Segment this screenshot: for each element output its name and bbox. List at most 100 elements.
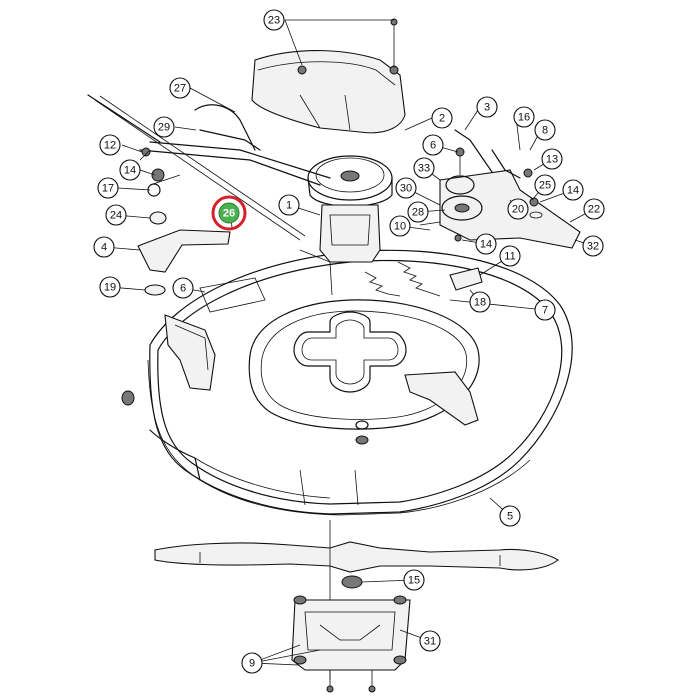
- callout-label: 12: [104, 140, 116, 152]
- callout-circle: [93, 236, 115, 258]
- callout-c23: 23: [263, 9, 285, 31]
- callout-circle: [278, 194, 300, 216]
- callout-label: 33: [418, 163, 430, 175]
- callout-label: 5: [507, 511, 513, 523]
- callout-label: 20: [512, 204, 524, 216]
- callout-circle: [476, 96, 498, 118]
- callout-c2: 2: [431, 107, 453, 129]
- callout-circle: [582, 235, 604, 257]
- callout-c18: 18: [469, 291, 491, 313]
- callout-c20: 20: [507, 198, 529, 220]
- lift-rods: [87, 94, 331, 241]
- callout-label: 6: [180, 283, 186, 295]
- callout-c12: 12: [99, 134, 121, 156]
- callout-circle: [431, 107, 453, 129]
- callout-circle: [583, 198, 605, 220]
- callout-label: 30: [400, 183, 412, 195]
- callout-c31: 31: [419, 630, 441, 652]
- callout-c7: 7: [534, 299, 556, 321]
- callout-circle: [169, 77, 191, 99]
- callout-label: 31: [424, 636, 436, 648]
- callout-c5: 5: [499, 505, 521, 527]
- callout-label: 1: [286, 200, 292, 212]
- callout-circle: [389, 215, 411, 237]
- callout-label: 28: [412, 207, 424, 219]
- callout-circle: [534, 119, 556, 141]
- callout-circle: [469, 291, 491, 313]
- callout-c16: 16: [513, 106, 535, 128]
- callout-label: 26: [223, 208, 235, 220]
- callout-c6a: 6: [422, 134, 444, 156]
- callout-label: 11: [504, 251, 515, 263]
- callout-c33: 33: [413, 157, 435, 179]
- callout-circle: [263, 9, 285, 31]
- callout-circle: [407, 201, 429, 223]
- callout-c25: 25: [534, 174, 556, 196]
- callout-label: 10: [394, 221, 406, 233]
- callout-c8: 8: [534, 119, 556, 141]
- callout-c11: 11: [499, 245, 521, 267]
- callout-label: 14: [567, 185, 579, 197]
- callout-label: 8: [542, 125, 548, 137]
- callout-circle: [534, 299, 556, 321]
- callout-c28: 28: [407, 201, 429, 223]
- callout-c1: 1: [278, 194, 300, 216]
- callout-circle: [218, 202, 240, 224]
- callout-circle: [541, 148, 563, 170]
- callout-circle: [403, 569, 425, 591]
- callout-label: 23: [268, 15, 280, 27]
- callout-label: 6: [430, 140, 436, 152]
- callout-circle: [99, 134, 121, 156]
- callout-circle: [499, 505, 521, 527]
- callout-c17: 17: [97, 177, 119, 199]
- callout-c3: 3: [476, 96, 498, 118]
- callout-label: 15: [408, 575, 420, 587]
- callout-label: 14: [480, 239, 492, 251]
- callout-label: 29: [158, 122, 170, 134]
- callout-label: 32: [587, 241, 599, 253]
- callout-label: 18: [474, 297, 486, 309]
- callout-label: 14: [124, 165, 136, 177]
- tension-spring: [364, 261, 483, 297]
- callout-label: 9: [249, 658, 255, 670]
- callout-label: 19: [104, 282, 116, 294]
- callout-circle: [153, 116, 175, 138]
- callout-c29: 29: [153, 116, 175, 138]
- callout-c30: 30: [395, 177, 417, 199]
- callout-circle: [105, 204, 127, 226]
- callout-label: 2: [439, 113, 445, 125]
- callout-circle: [499, 245, 521, 267]
- callout-circle: [513, 106, 535, 128]
- callout-circle: [475, 233, 497, 255]
- belt-cover: [251, 18, 406, 134]
- callout-circle: [562, 179, 584, 201]
- callout-circle: [534, 174, 556, 196]
- callout-label: 25: [539, 180, 551, 192]
- callout-c27: 27: [169, 77, 191, 99]
- callout-label: 4: [101, 242, 107, 254]
- callout-c15: 15: [403, 569, 425, 591]
- callout-label: 27: [174, 83, 186, 95]
- blade-adapter: [291, 595, 411, 693]
- callout-c32: 32: [582, 235, 604, 257]
- callout-c24: 24: [105, 204, 127, 226]
- callout-c10: 10: [389, 215, 411, 237]
- callout-c14b: 14: [562, 179, 584, 201]
- callout-circle: [395, 177, 417, 199]
- callout-c14a: 14: [119, 159, 141, 181]
- callout-c9: 9: [241, 652, 263, 674]
- callout-label: 22: [588, 204, 600, 216]
- callout-circle: [419, 630, 441, 652]
- callout-label: 3: [484, 102, 490, 114]
- callout-circle: [97, 177, 119, 199]
- callout-circle: [99, 276, 121, 298]
- callout-label: 17: [102, 183, 114, 195]
- callout-circle: [422, 134, 444, 156]
- callout-label: 16: [518, 112, 530, 124]
- callout-label: 7: [542, 305, 548, 317]
- callout-c4: 4: [93, 236, 115, 258]
- callout-circle: [119, 159, 141, 181]
- engine-pulley: [299, 155, 393, 296]
